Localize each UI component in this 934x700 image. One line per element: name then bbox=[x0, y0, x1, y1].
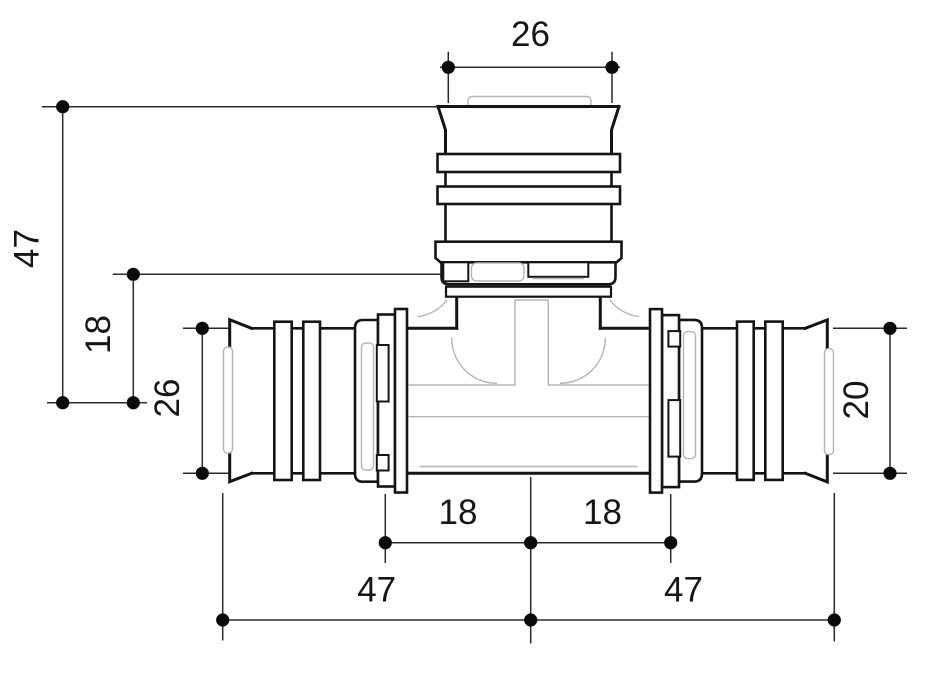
dimension-label: 26 bbox=[148, 379, 187, 418]
right-connection bbox=[648, 307, 835, 495]
dimension-point bbox=[56, 100, 70, 114]
dimension-point bbox=[216, 613, 230, 627]
dimension-point bbox=[883, 321, 897, 335]
tee-body bbox=[405, 295, 652, 475]
dimension-total-height: 47 bbox=[8, 100, 438, 410]
dimension-label: 47 bbox=[8, 229, 47, 268]
top-flare-sides bbox=[436, 104, 621, 156]
dimension-bottom-lengths: 47 47 bbox=[216, 493, 841, 642]
extension-lines bbox=[447, 51, 613, 103]
dimension-right-od: 20 bbox=[833, 321, 907, 480]
dimension-label: 18 bbox=[439, 493, 478, 532]
dimension-upper-height: 18 bbox=[79, 267, 441, 410]
pipe-end-hint bbox=[222, 346, 234, 454]
inner-fillet-left bbox=[451, 337, 498, 384]
dimension-label: 47 bbox=[664, 571, 703, 610]
dimension-point bbox=[883, 466, 897, 480]
inspection-window-center bbox=[527, 261, 590, 278]
body-flange bbox=[393, 307, 409, 494]
inner-fillet-right bbox=[559, 337, 606, 384]
top-base-rim bbox=[444, 285, 613, 298]
dimension-point bbox=[56, 396, 70, 410]
left-connection bbox=[222, 307, 409, 494]
dimension-point bbox=[195, 321, 209, 335]
dimension-point bbox=[664, 536, 678, 550]
dimension-label: 47 bbox=[357, 571, 396, 610]
top-crimp-ring-2 bbox=[436, 185, 622, 206]
crimp-ring-2 bbox=[301, 320, 322, 482]
dimension-top-od: 26 bbox=[440, 15, 620, 103]
dimension-bottom-offsets: 18 18 bbox=[378, 477, 678, 644]
dimension-point bbox=[441, 60, 455, 74]
crimp-ring-1 bbox=[272, 320, 293, 482]
dimension-point bbox=[524, 536, 538, 550]
top-collar bbox=[434, 240, 623, 264]
dimension-point bbox=[195, 466, 209, 480]
extension-lines bbox=[384, 494, 672, 563]
sleeve-inner-hint bbox=[470, 262, 525, 282]
dimension-label: 26 bbox=[511, 15, 550, 54]
dimension-point bbox=[827, 613, 841, 627]
top-crimp-ring-1 bbox=[436, 152, 622, 174]
inspection-window-small bbox=[442, 261, 470, 283]
dimension-point bbox=[524, 613, 538, 627]
dimension-point bbox=[126, 396, 140, 410]
dimension-point bbox=[605, 60, 619, 74]
dimension-label: 18 bbox=[583, 493, 622, 532]
top-branch-connection bbox=[434, 95, 623, 298]
dimension-point bbox=[126, 267, 140, 281]
branch-neck bbox=[455, 295, 602, 330]
dimension-label: 20 bbox=[837, 381, 876, 420]
inspection-window-tall bbox=[375, 344, 390, 403]
center-bore-projection bbox=[514, 299, 549, 386]
extension-stubs bbox=[183, 327, 229, 475]
outer-fillet-left bbox=[417, 299, 448, 318]
dimension-point bbox=[378, 536, 392, 550]
dimension-left-od: 26 bbox=[148, 321, 229, 480]
inspection-window-short bbox=[375, 454, 390, 472]
sleeve-inner-hint bbox=[360, 342, 375, 471]
outer-fillet-right bbox=[609, 299, 640, 318]
dimension-label: 18 bbox=[79, 315, 118, 354]
